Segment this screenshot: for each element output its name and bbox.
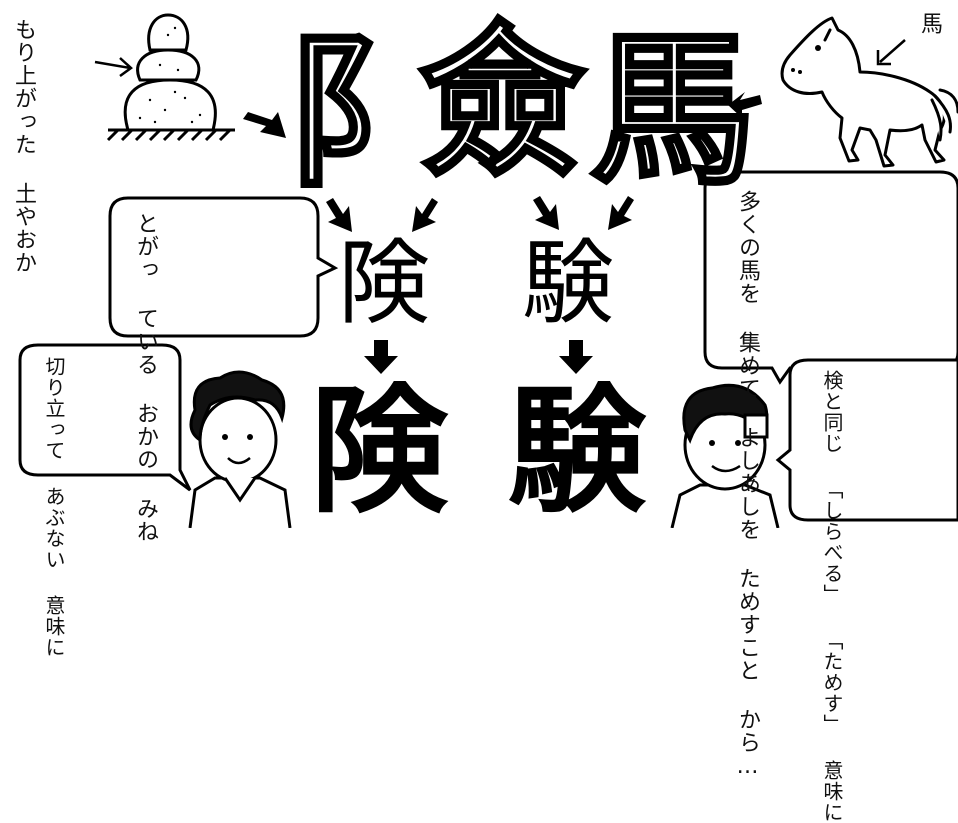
bubble-steep-outline — [108, 196, 339, 338]
ancient-char-horse: 馬 — [588, 13, 757, 207]
mound-illustration — [106, 13, 235, 142]
horse-face-details — [791, 45, 821, 74]
girl-text-2: あぶない — [42, 486, 66, 570]
mound-dots — [138, 26, 202, 124]
girl-text-1: 切り立って — [42, 356, 66, 461]
arrow-mound-to-ancient — [243, 112, 286, 138]
arrow-a — [326, 198, 352, 232]
boy-mouth — [711, 464, 741, 473]
horse-label: 馬 — [917, 12, 942, 35]
arrow-down-ken2 — [559, 340, 593, 374]
pointer-arrow-mound — [94, 57, 133, 78]
arrow-b — [412, 198, 438, 232]
bubble-boy-outline — [775, 358, 958, 522]
arrow-c — [533, 196, 559, 230]
steep-text-3: おかの — [133, 402, 158, 471]
test-text-2: 集めて — [735, 331, 760, 400]
test-text-3: よしあしを — [735, 426, 760, 541]
boy-character — [670, 383, 780, 528]
test-bubble-text: 多くの馬を 集めて よしあしを ためすこと から… — [732, 190, 762, 780]
ancient-char-collect: 僉 — [418, 5, 587, 199]
final-char-ken-steep: 険 — [310, 369, 449, 532]
steep-text-2: ている — [133, 307, 158, 376]
arrow-down-ken — [364, 340, 398, 374]
pointer-arrow-horse — [876, 39, 906, 66]
flow-arrows-top — [243, 92, 762, 374]
girl-bubble-text: 切り立って あぶない 意味に — [40, 356, 67, 658]
mound-label: もり上がった 土やおか — [8, 18, 38, 274]
mid-char-ken-steep: 険 — [338, 230, 431, 337]
steep-bubble-text: とがっ ている おかの みね — [130, 212, 160, 543]
diagram-graphics — [18, 13, 958, 528]
final-char-ken-test: 験 — [508, 369, 647, 532]
boy-text-2: 「しらべる」 — [820, 479, 844, 605]
steep-text-4: みね — [133, 497, 158, 543]
girl-mouth — [227, 457, 251, 465]
test-text-1: 多くの馬を — [735, 190, 760, 305]
test-text-5: から… — [735, 708, 760, 780]
boy-face — [709, 440, 741, 446]
mound-label-line2: 土やおか — [11, 182, 36, 274]
arrow-horse-to-ancient — [728, 92, 762, 118]
boy-text-4: 意味に — [820, 760, 844, 823]
test-text-4: ためすこと — [735, 567, 760, 682]
horse-illustration — [780, 16, 958, 168]
arrow-d — [608, 196, 634, 230]
girl-character — [188, 370, 292, 528]
boy-bubble-text: 検と同じ 「しらべる」 「ためす」 意味に — [818, 370, 845, 823]
mound-label-line1: もり上がった — [11, 18, 36, 156]
girl-face — [222, 434, 253, 440]
ancient-char-mound: 阝 — [283, 15, 452, 209]
boy-text-3: 「ためす」 — [820, 630, 844, 735]
bubble-girl-outline — [18, 343, 192, 492]
steep-text-1: とがっ — [133, 212, 158, 281]
boy-text-1: 検と同じ — [820, 370, 844, 454]
mid-char-ken-test: 験 — [522, 230, 615, 337]
girl-text-3: 意味に — [42, 595, 66, 658]
